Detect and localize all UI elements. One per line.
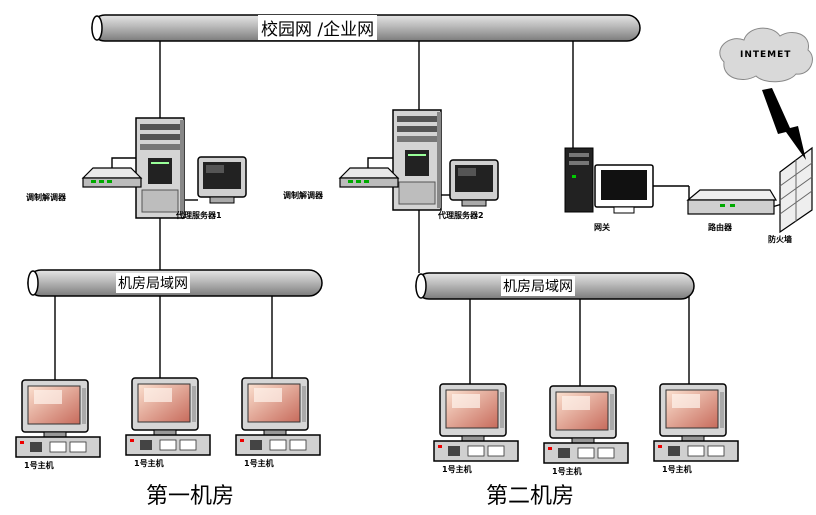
room1-proxy-label: 代理服务器1	[176, 211, 222, 220]
room2-lan-label: 机房局域网	[501, 276, 575, 296]
room2-client-1	[433, 383, 519, 462]
room2-modem-label: 调制解调器	[283, 191, 323, 200]
room1-modem-label: 调制解调器	[26, 193, 66, 202]
room1-proxy-monitor	[197, 156, 247, 204]
room1-proxy-server-tower	[135, 117, 185, 219]
room2-client-3-label: 1号主机	[662, 465, 692, 474]
room2-client-1-label: 1号主机	[442, 465, 472, 474]
room1-title: 第一机房	[146, 484, 235, 509]
room1-modem-icon	[82, 167, 142, 188]
lightning-icon	[762, 88, 806, 160]
internet-label: INTEMET	[740, 50, 792, 60]
gateway-label: 网关	[594, 223, 610, 232]
room2-proxy-label: 代理服务器2	[438, 211, 484, 220]
room2-client-3	[653, 383, 739, 462]
room2-client-2	[543, 385, 629, 464]
router-icon	[686, 189, 778, 215]
room2-proxy-server-tower	[392, 109, 442, 211]
room2-proxy-monitor	[449, 159, 499, 207]
backbone-label: 校园网 /企业网	[258, 15, 378, 40]
room1-client-3-label: 1号主机	[244, 459, 274, 468]
room2-client-2-label: 1号主机	[552, 467, 582, 476]
firewall-icon	[779, 146, 813, 234]
router-label: 路由器	[708, 223, 732, 232]
internet-cloud-icon	[719, 27, 813, 83]
firewall-label: 防火墙	[768, 235, 792, 244]
room1-client-3	[235, 377, 321, 456]
room1-client-2	[125, 377, 211, 456]
room1-client-2-label: 1号主机	[134, 459, 164, 468]
room2-modem-icon	[339, 167, 399, 188]
gateway-host-icon	[564, 147, 654, 214]
room1-client-1	[15, 379, 101, 458]
room2-title: 第二机房	[486, 484, 575, 509]
room1-client-1-label: 1号主机	[24, 461, 54, 470]
room1-lan-label: 机房局域网	[116, 273, 190, 293]
